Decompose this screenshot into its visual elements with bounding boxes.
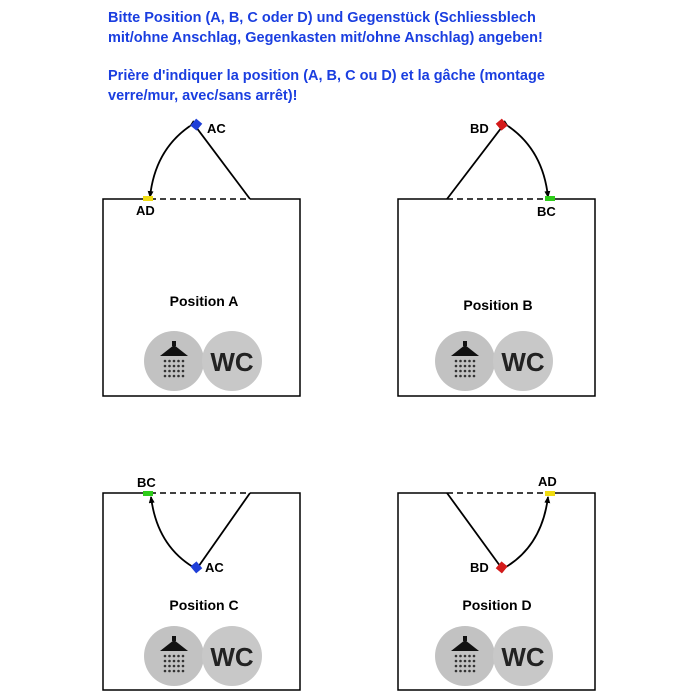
label-ad: AD (538, 474, 557, 489)
swing-arrow (147, 120, 197, 198)
marker-bd (495, 561, 508, 574)
marker-bd (495, 118, 508, 131)
door-leaf (192, 122, 251, 200)
svg-text:WC: WC (210, 347, 254, 377)
marker-bc (545, 196, 555, 201)
svg-text:WC: WC (501, 347, 545, 377)
shower-icon (435, 626, 495, 686)
label-ad: AD (136, 203, 155, 218)
marker-ac (190, 561, 203, 574)
marker-ad (545, 491, 555, 496)
instruction-german-1: Bitte Position (A, B, C oder D) und Gege… (108, 10, 536, 26)
marker-ac (190, 118, 203, 131)
instruction-german-2: mit/ohne Anschlag, Gegenkasten mit/ohne … (108, 30, 543, 46)
svg-text:WC: WC (210, 642, 254, 672)
position-title: Position D (462, 597, 531, 613)
svg-text:WC: WC (501, 642, 545, 672)
label-bd: BD (470, 560, 489, 575)
swing-arrow (501, 120, 551, 198)
door-leaf (446, 122, 506, 200)
shower-icon (144, 626, 204, 686)
swing-arrow (499, 496, 551, 573)
shower-icon (435, 331, 495, 391)
instruction-french-1: Prière d'indiquer la position (A, B, C o… (108, 68, 545, 84)
shower-icon (144, 331, 204, 391)
position-title: Position A (170, 293, 239, 309)
label-bd: BD (470, 121, 489, 136)
position-title: Position C (169, 597, 238, 613)
panel-position-b: BD BC Position B WC (397, 118, 596, 397)
door-leaf (195, 492, 251, 571)
label-bc: BC (537, 204, 556, 219)
label-ac: AC (207, 121, 226, 136)
panel-position-c: AC BC Position C WC (102, 475, 301, 691)
label-ac: AC (205, 560, 224, 575)
swing-arrow (148, 496, 200, 573)
instruction-french-2: verre/mur, avec/sans arrêt)! (108, 88, 298, 104)
panel-position-d: BD AD Position D WC (397, 474, 596, 691)
position-title: Position B (463, 297, 532, 313)
door-leaf (446, 492, 504, 571)
label-bc: BC (137, 475, 156, 490)
marker-bc (143, 491, 153, 496)
panel-position-a: AC AD Position A WC (102, 118, 301, 397)
marker-ad (143, 196, 153, 201)
